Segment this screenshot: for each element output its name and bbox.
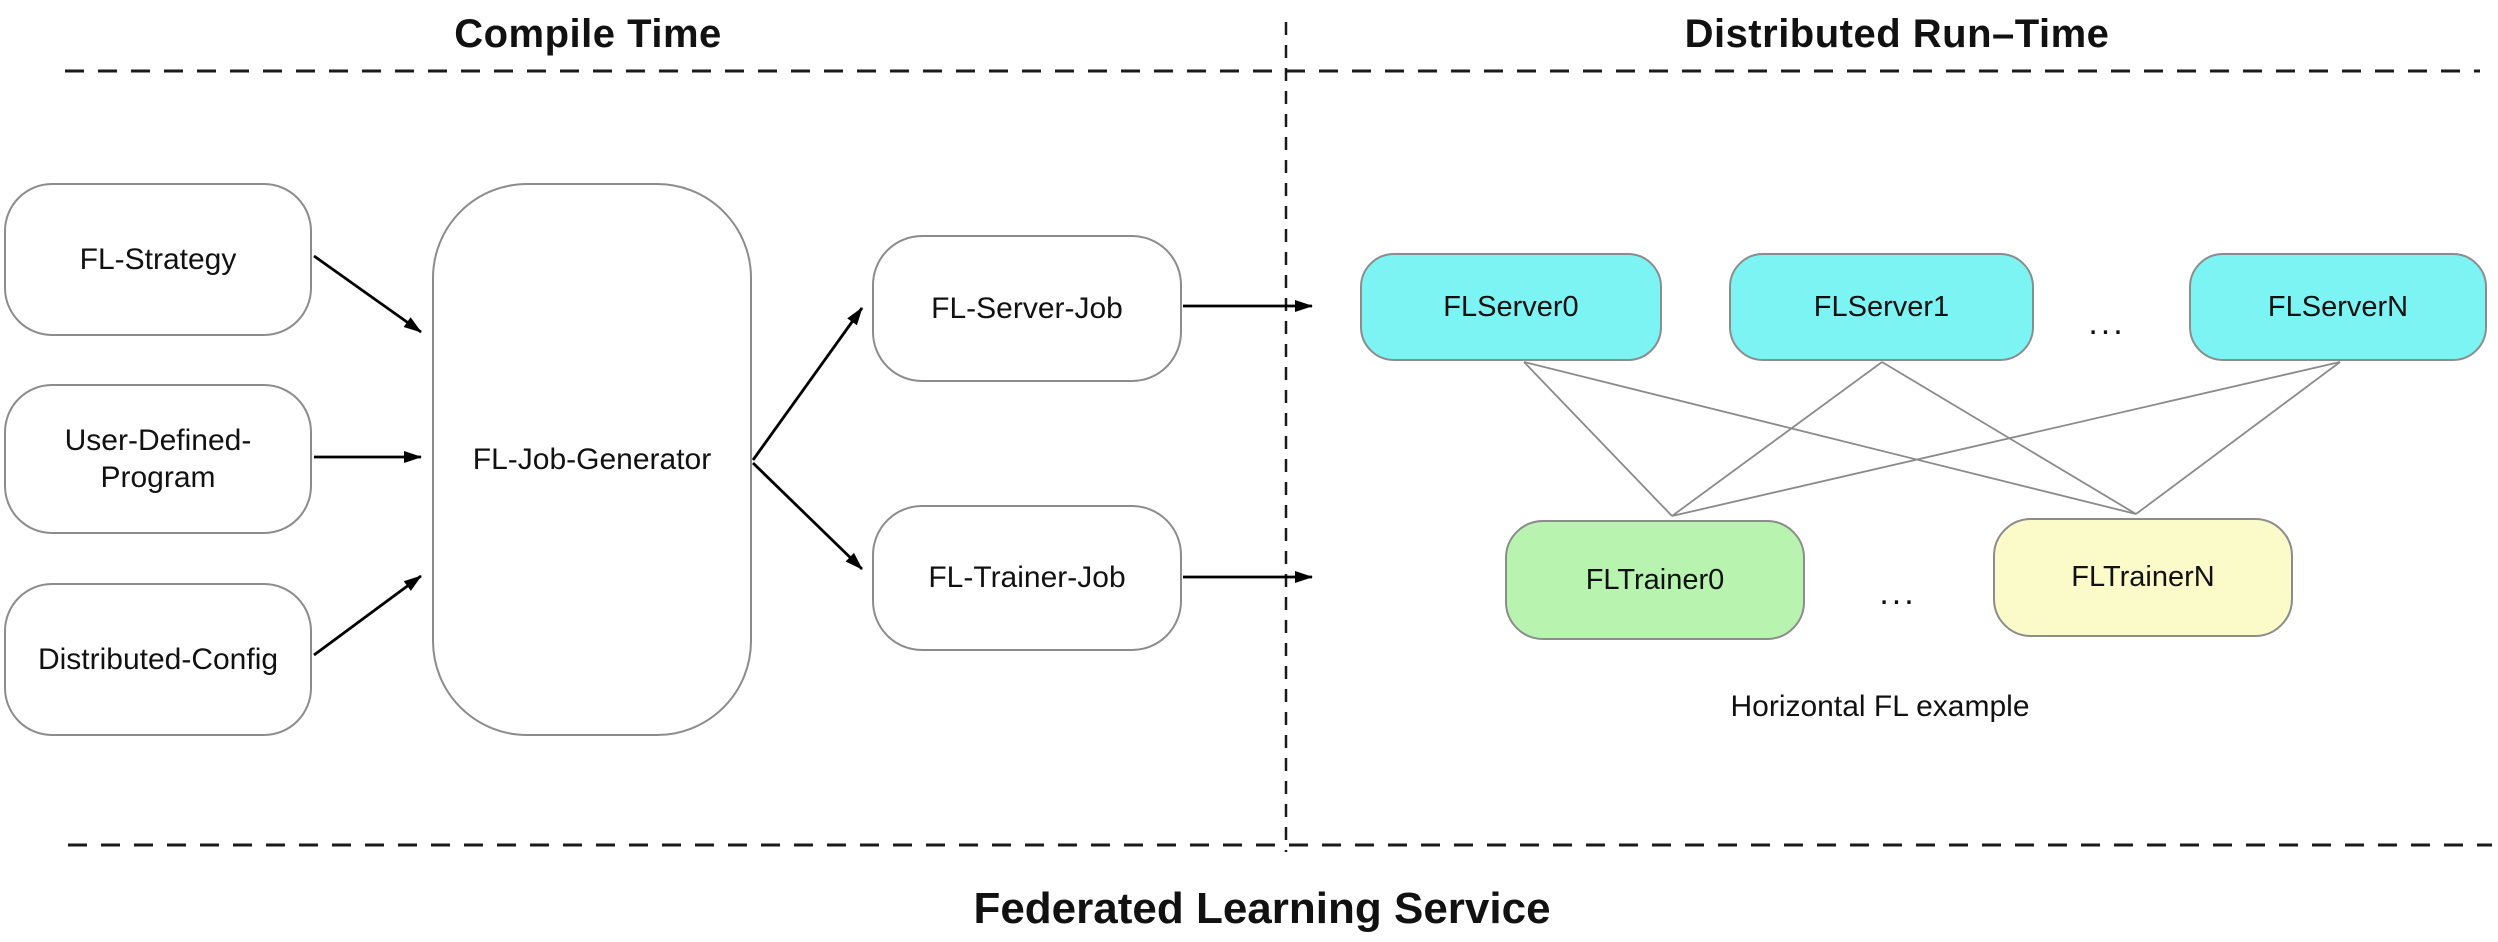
arrow-config-to-generator [313, 574, 422, 657]
node-distributed-config: Distributed-Config [4, 583, 312, 736]
node-flserverN-label: FLServerN [2267, 290, 2409, 323]
runtime-caption: Horizontal FL example [1730, 690, 2030, 723]
node-flserver0-label: FLServer0 [1443, 290, 1579, 323]
node-fl-strategy: FL-Strategy [4, 183, 312, 336]
footer-title: Federated Learning Service [973, 884, 1551, 933]
node-fltrainer0: FLTrainer0 [1505, 520, 1805, 640]
node-fl-trainer-job: FL-Trainer-Job [872, 505, 1182, 651]
arrow-strategy-to-generator [313, 254, 422, 334]
node-fl-server-job-label: FL-Server-Job [931, 291, 1123, 325]
connector-server0-trainer0 [1523, 361, 1673, 517]
connector-server0-trainerN [1523, 361, 2137, 515]
section-title-compile-time: Compile Time [454, 12, 722, 56]
node-flserver0: FLServer0 [1360, 253, 1662, 361]
node-fltrainer0-label: FLTrainer0 [1585, 563, 1725, 596]
node-flserverN: FLServerN [2189, 253, 2487, 361]
node-flserver1: FLServer1 [1729, 253, 2034, 361]
arrow-generator-to-trainerjob [752, 461, 863, 571]
node-fl-server-job: FL-Server-Job [872, 235, 1182, 382]
node-fltrainerN: FLTrainerN [1993, 518, 2293, 637]
trainer-ellipsis: ... [1879, 574, 1917, 612]
node-fl-strategy-label: FL-Strategy [79, 242, 237, 276]
node-fl-job-generator: FL-Job-Generator [432, 183, 752, 736]
node-flserver1-label: FLServer1 [1813, 290, 1950, 323]
node-user-defined-program: User-Defined- Program [4, 384, 312, 534]
connector-server1-trainer0 [1671, 361, 1883, 517]
connector-serverN-trainer0 [1671, 361, 2341, 517]
arrow-generator-to-serverjob [751, 307, 864, 461]
server-ellipsis: ... [2088, 304, 2126, 342]
connector-serverN-trainerN [2135, 361, 2341, 515]
node-distributed-config-label: Distributed-Config [37, 642, 279, 676]
node-user-defined-program-label: User-Defined- Program [64, 423, 252, 495]
section-title-distributed-runtime: Distributed Run–Time [1684, 12, 2110, 56]
node-fl-trainer-job-label: FL-Trainer-Job [928, 561, 1126, 595]
node-fl-job-generator-label: FL-Job-Generator [472, 442, 712, 476]
node-fltrainerN-label: FLTrainerN [2071, 561, 2215, 594]
